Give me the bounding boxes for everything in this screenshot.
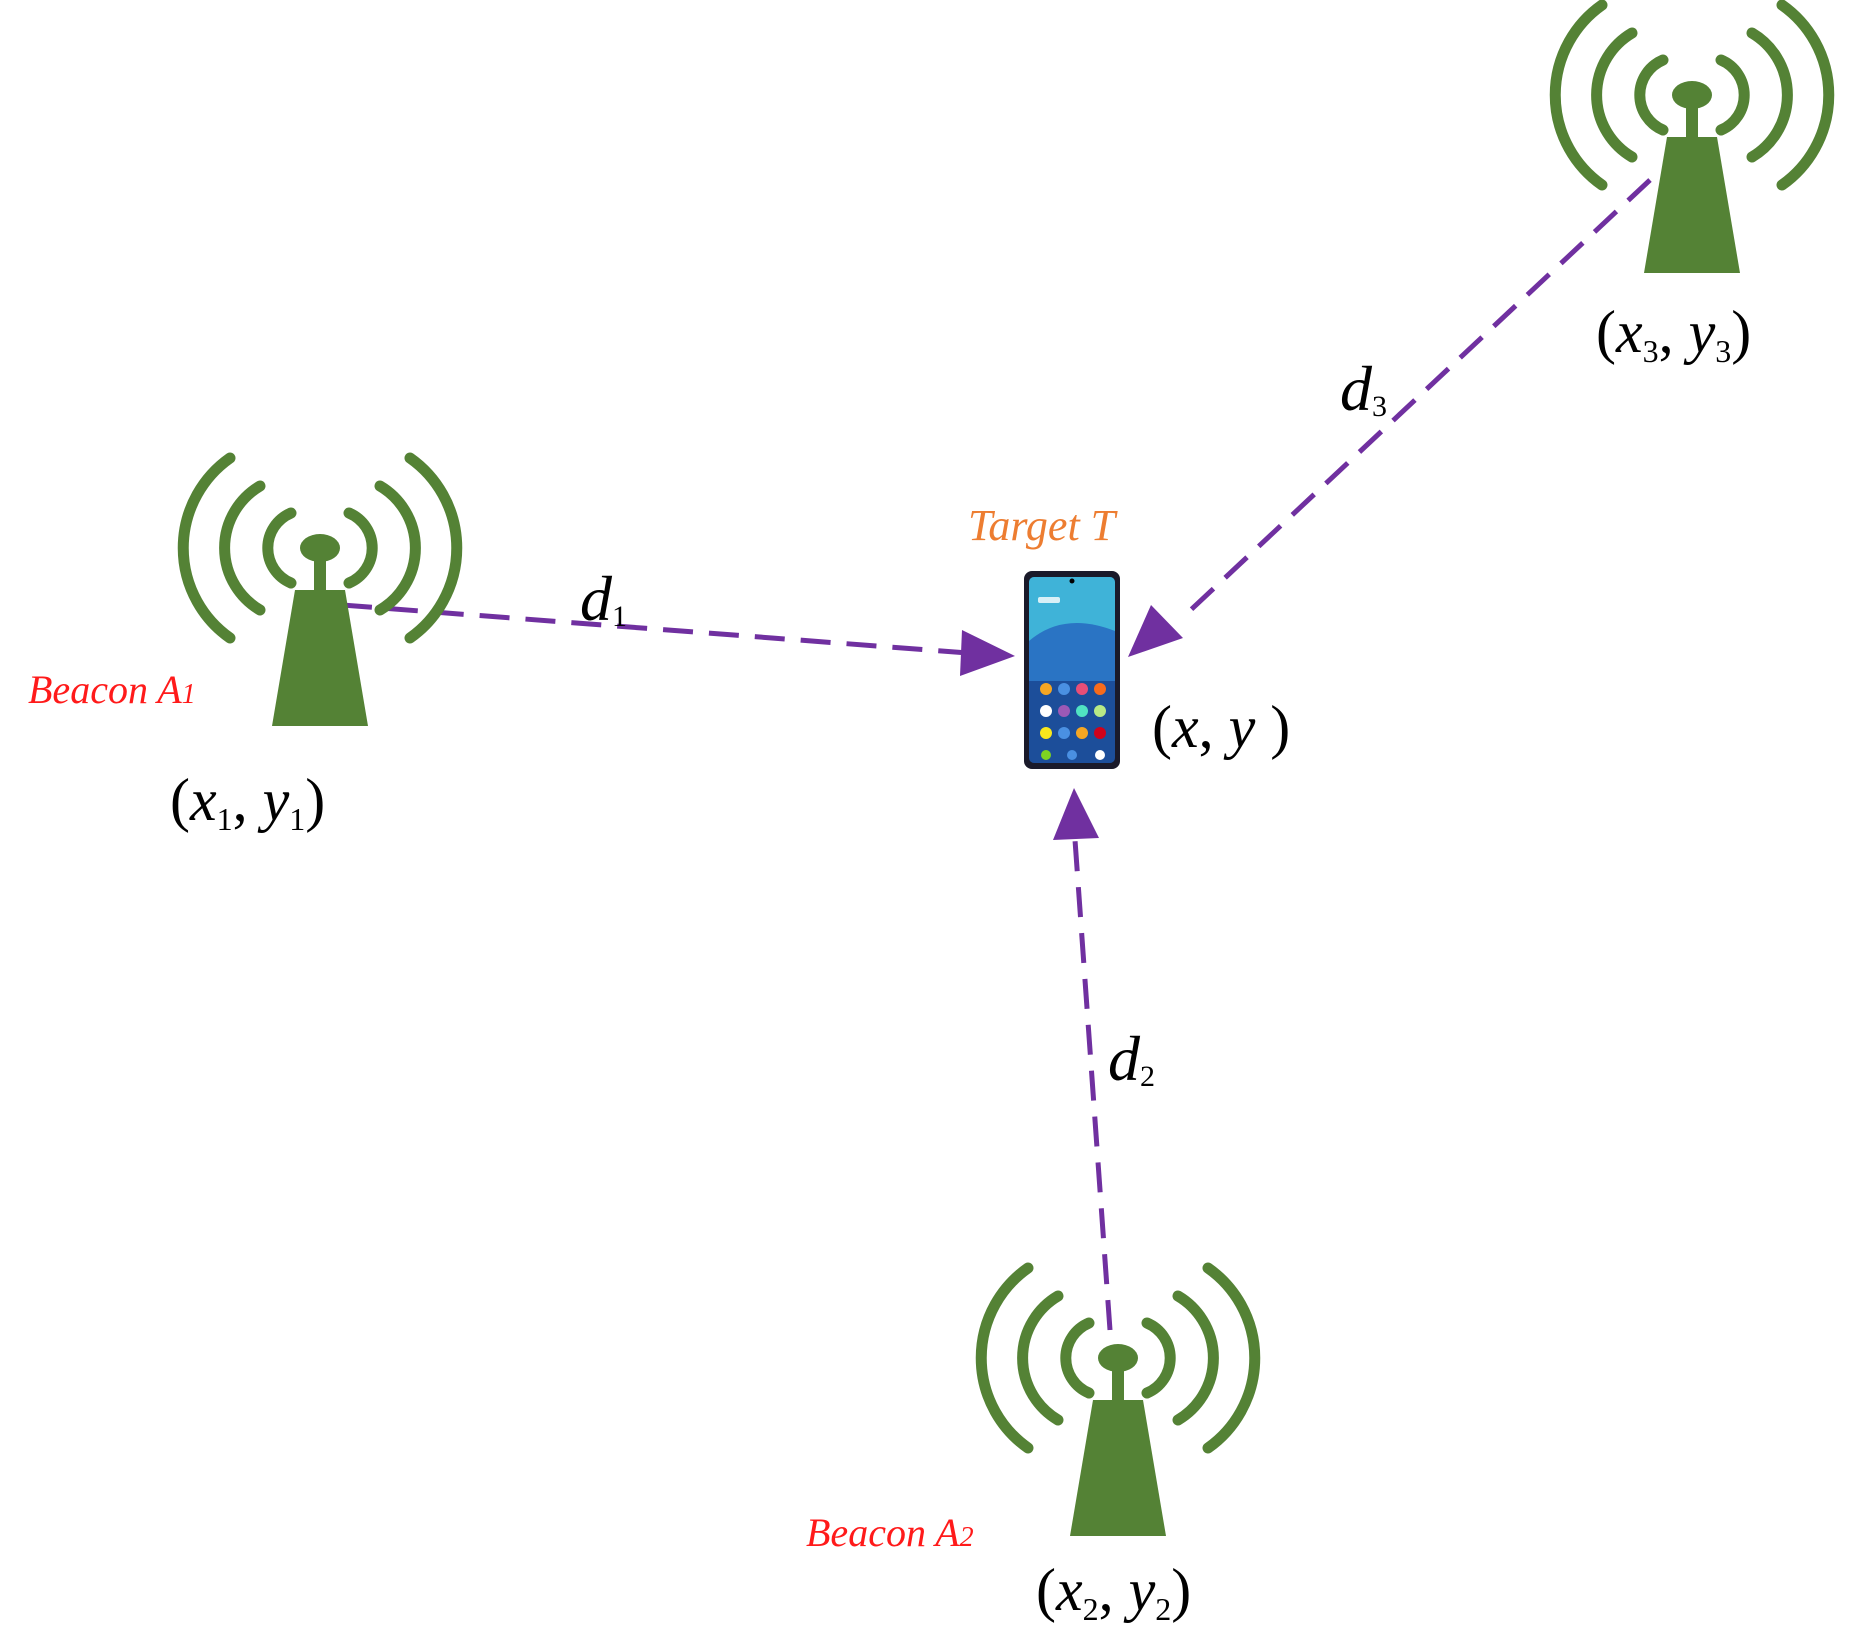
beacon-3 [1549,0,1835,273]
target-label: Target T [968,501,1119,550]
beacon-a2 [975,1262,1261,1536]
arrowhead-icon [960,630,1015,676]
arrowhead-icon [1053,788,1099,840]
arrowhead-icon [1128,605,1183,657]
beacon-a1-coordinates: (x1, y1) [170,767,325,837]
beacon-a1 [177,452,463,726]
beacon-3-coordinates: (x3, y3) [1596,299,1751,369]
distance-label-d1: d1 [580,563,627,634]
target-coordinates: (x, y ) [1152,694,1290,760]
smartphone-icon [1024,571,1120,769]
distance-label-d2: d2 [1108,1023,1155,1094]
antenna-tower-icon [177,452,463,644]
antenna-tower-icon [1549,0,1835,191]
beacon-a2-label: Beacon A2 [806,1510,974,1555]
distance-label-d3: d3 [1340,353,1387,424]
beacon-a1-label: Beacon A1 [28,667,196,712]
distance-link-3 [1128,178,1652,657]
beacon-a2-coordinates: (x2, y2) [1036,1557,1191,1627]
distance-link-2 [1053,788,1113,1331]
antenna-tower-icon [975,1262,1261,1454]
distance-link-1 [341,602,1015,676]
